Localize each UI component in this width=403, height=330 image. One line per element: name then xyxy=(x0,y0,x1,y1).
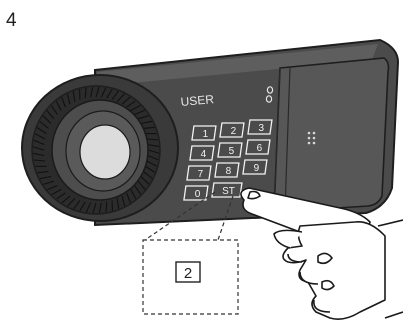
keypad-key-0[interactable]: 0 xyxy=(184,186,208,200)
panel-label: USER xyxy=(180,92,215,109)
keypad-key-1[interactable]: 1 xyxy=(192,126,216,140)
keypad-key-5[interactable]: 5 xyxy=(218,143,242,157)
keypad-key-6[interactable]: 6 xyxy=(246,140,270,154)
keypad-key-2[interactable]: 2 xyxy=(220,123,244,137)
keypad-key-label: 3 xyxy=(259,123,265,134)
keypad-key-8[interactable]: 8 xyxy=(215,163,239,177)
keypad-key-st[interactable]: ST xyxy=(212,183,242,197)
keypad-key-label: 0 xyxy=(195,189,201,200)
keypad-key-label: 4 xyxy=(201,149,207,160)
keypad-key-label: 9 xyxy=(254,163,260,174)
keypad-key-label: 7 xyxy=(198,169,204,180)
keypad-key-3[interactable]: 3 xyxy=(248,120,272,134)
battery-compartment xyxy=(274,58,389,212)
knob-face xyxy=(80,125,130,179)
keypad-key-7[interactable]: 7 xyxy=(187,166,211,180)
keypad-key-label: 8 xyxy=(226,166,232,177)
callout-label: 2 xyxy=(184,265,192,282)
keypad-key-4[interactable]: 4 xyxy=(190,146,214,160)
keypad-key-9[interactable]: 9 xyxy=(243,160,267,174)
keypad-key-label: 2 xyxy=(231,126,237,137)
keypad-key-label: 6 xyxy=(257,143,263,154)
keypad-key-label: 1 xyxy=(203,129,209,140)
dial-knob xyxy=(22,75,178,221)
keypad-key-label: 5 xyxy=(229,146,235,157)
keypad-key-label: ST xyxy=(222,186,235,197)
